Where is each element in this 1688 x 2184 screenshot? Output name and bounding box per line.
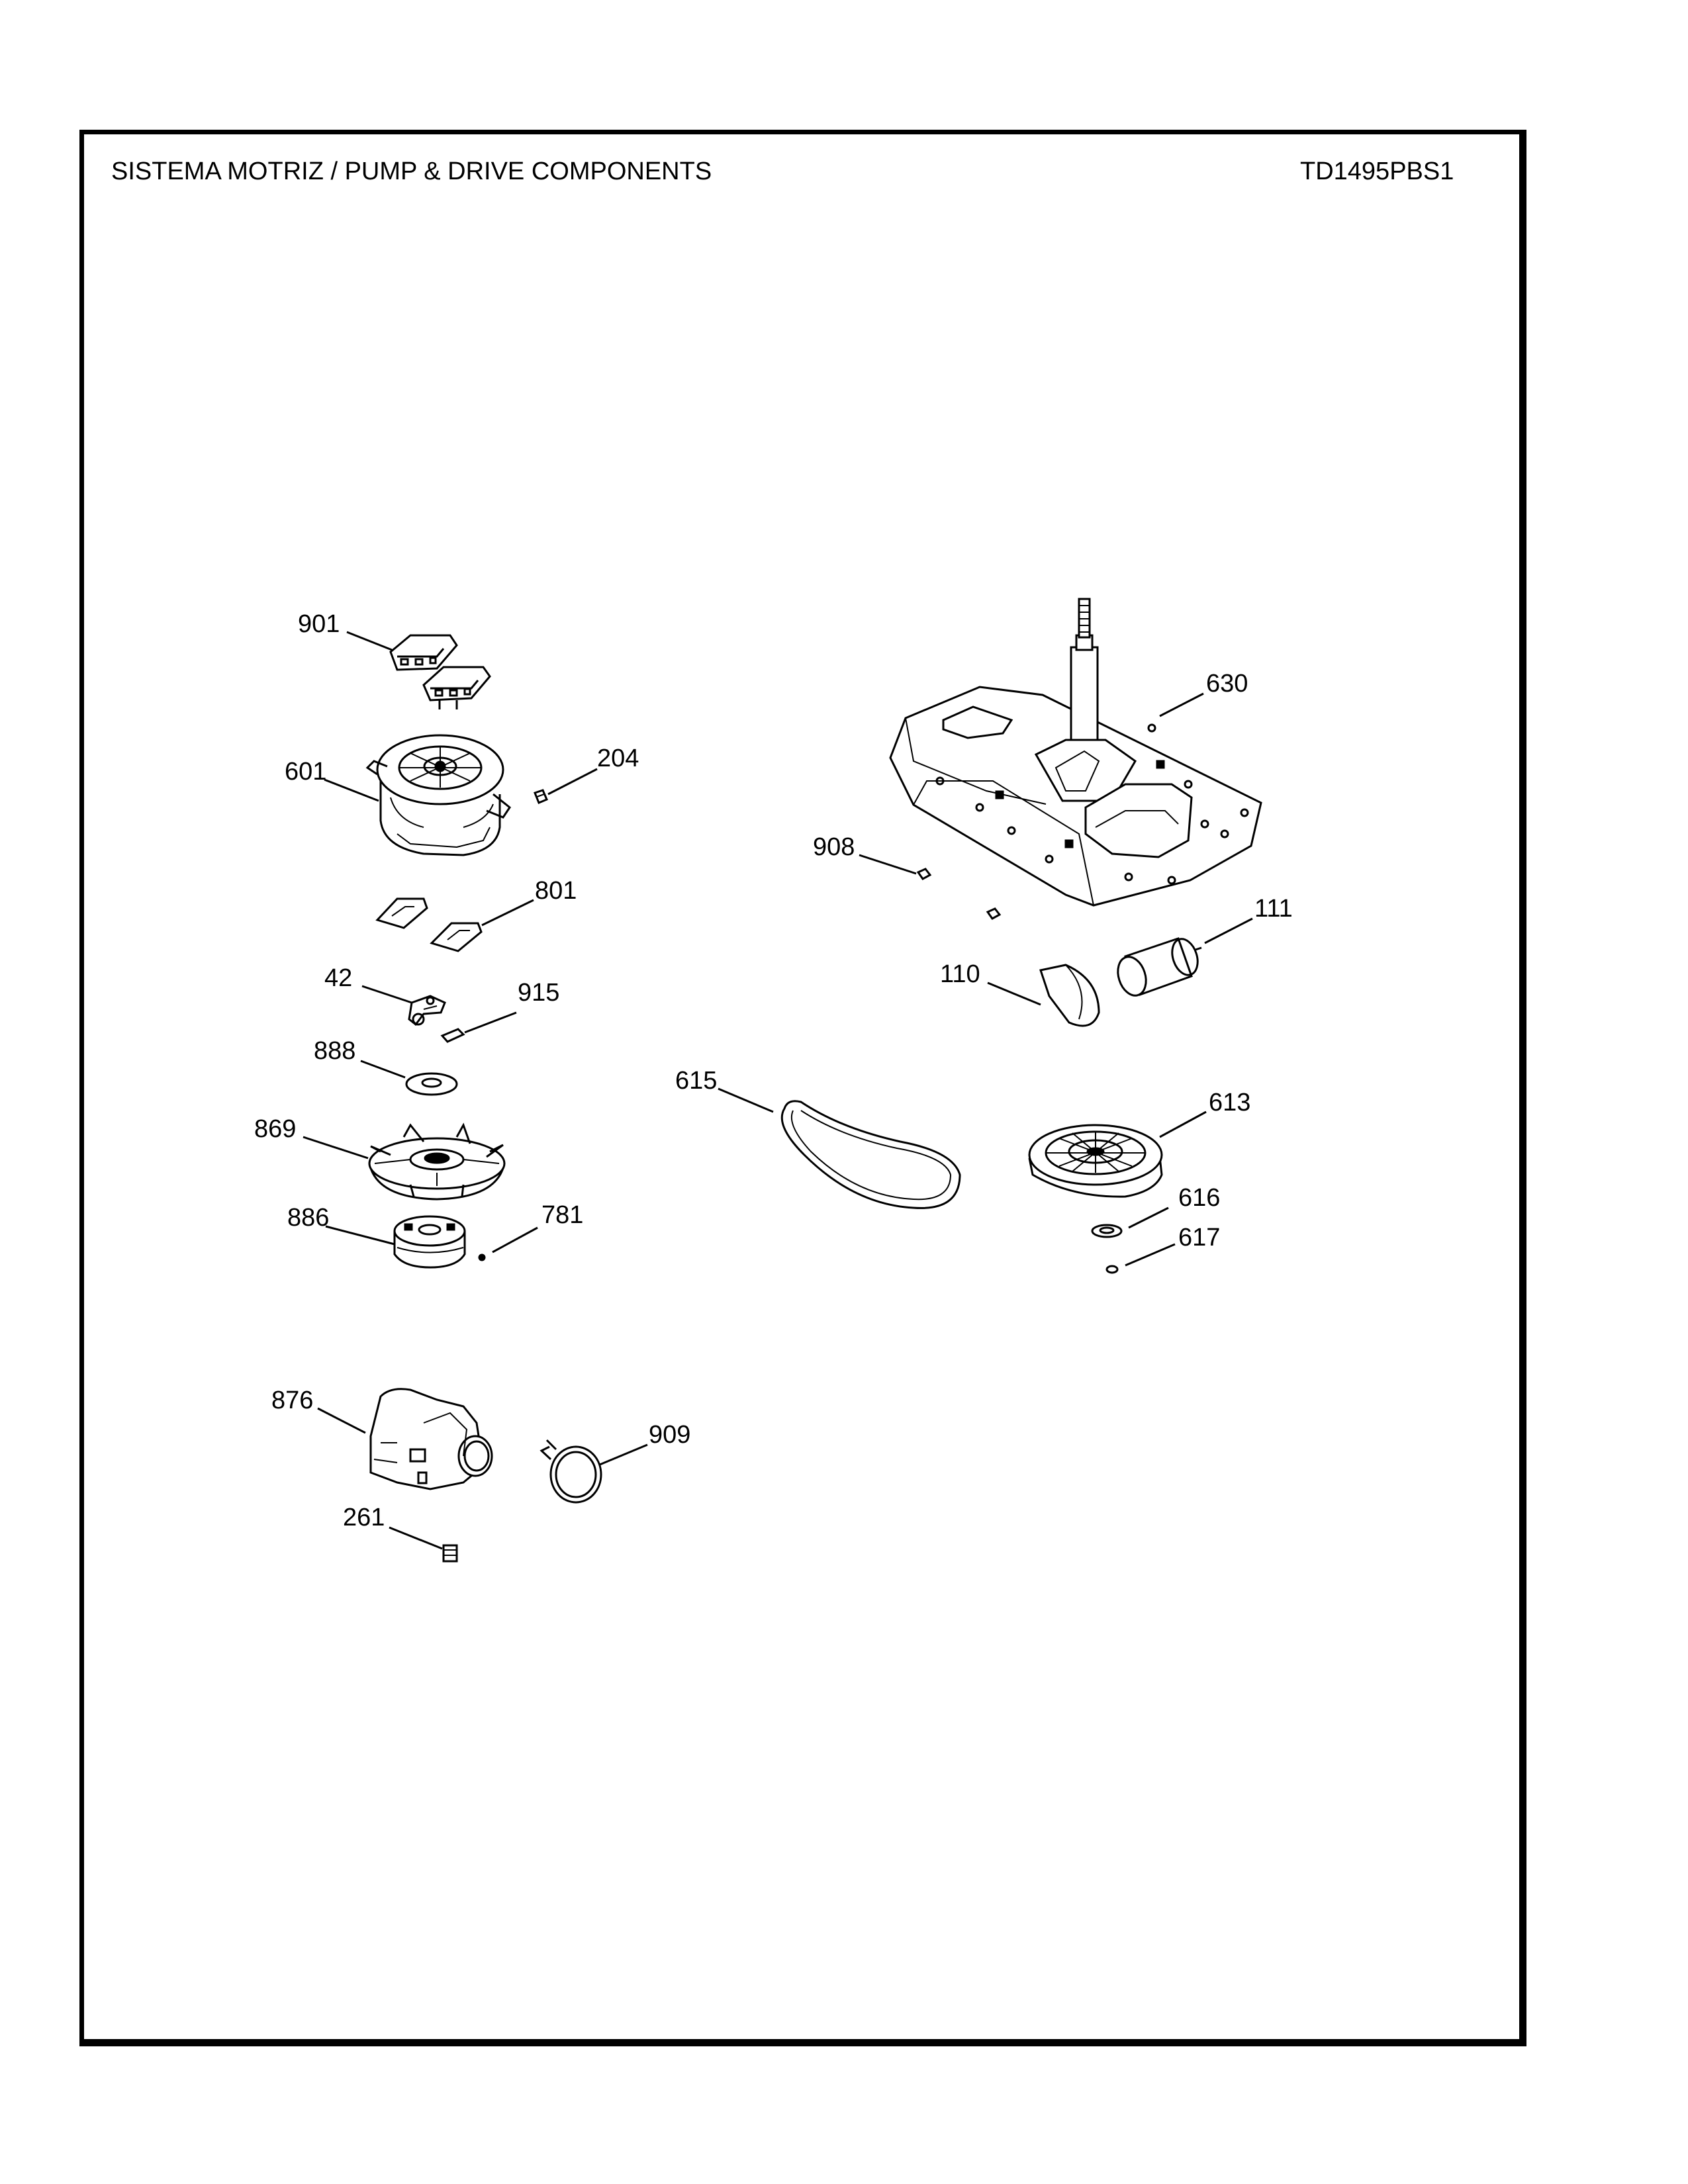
callout-908: 908 — [813, 833, 855, 861]
leader-801 — [481, 899, 534, 927]
leader-601 — [324, 778, 379, 802]
part-908-clips-illustration — [916, 868, 1002, 920]
callout-888: 888 — [314, 1037, 355, 1065]
callout-204: 204 — [597, 745, 639, 772]
part-616-washer-illustration — [1091, 1224, 1123, 1238]
model-number: TD1495PBS1 — [1300, 158, 1454, 185]
part-110-strap-illustration — [1039, 964, 1100, 1027]
part-888-washer-illustration — [405, 1072, 458, 1096]
part-869-clutch-illustration — [368, 1122, 506, 1201]
leader-869 — [303, 1136, 369, 1160]
callout-111: 111 — [1254, 895, 1293, 923]
part-601-motor-illustration — [365, 734, 512, 856]
leader-781 — [492, 1226, 538, 1253]
callout-630: 630 — [1206, 670, 1248, 698]
leader-915 — [464, 1011, 517, 1034]
part-909-clamp-illustration — [539, 1439, 602, 1504]
callout-601: 601 — [285, 758, 326, 786]
leader-886 — [325, 1225, 395, 1246]
callout-869: 869 — [254, 1115, 296, 1143]
callout-616: 616 — [1178, 1184, 1220, 1212]
part-886-hub-illustration — [393, 1215, 466, 1269]
callout-615: 615 — [675, 1067, 717, 1095]
leader-110 — [987, 981, 1041, 1006]
leader-613 — [1159, 1111, 1207, 1138]
leader-111 — [1204, 917, 1253, 944]
callout-781: 781 — [541, 1201, 583, 1229]
diagram-frame — [79, 130, 1526, 2046]
callout-42: 42 — [324, 964, 352, 992]
part-204-clip-illustration — [534, 789, 548, 804]
callout-110: 110 — [940, 960, 980, 988]
leader-261 — [389, 1526, 443, 1550]
part-42-switch-illustration — [408, 995, 446, 1026]
callout-613: 613 — [1209, 1089, 1250, 1116]
leader-876 — [317, 1407, 366, 1434]
leader-908 — [859, 854, 917, 875]
part-876-pump-illustration — [369, 1388, 493, 1490]
leader-616 — [1128, 1206, 1169, 1229]
part-615-belt-illustration — [780, 1100, 961, 1209]
callout-617: 617 — [1178, 1224, 1220, 1251]
callout-801: 801 — [535, 877, 577, 905]
part-261-screw-illustration — [442, 1544, 458, 1563]
leader-615 — [718, 1087, 774, 1113]
callout-886: 886 — [287, 1204, 329, 1232]
part-915-key-illustration — [440, 1028, 465, 1043]
part-630-transmission-illustration — [889, 598, 1262, 907]
leader-901 — [346, 631, 393, 651]
leader-42 — [361, 985, 412, 1004]
callout-901: 901 — [298, 610, 340, 638]
part-781-illustration — [478, 1253, 486, 1261]
part-613-pulley-illustration — [1028, 1124, 1163, 1198]
leader-630 — [1159, 692, 1204, 717]
callout-915: 915 — [518, 979, 559, 1007]
callout-876: 876 — [271, 1387, 313, 1414]
leader-204 — [547, 768, 598, 796]
callout-261: 261 — [343, 1504, 385, 1531]
part-801-plates-illustration — [375, 897, 483, 952]
part-901-illustration — [389, 634, 491, 709]
leader-888 — [360, 1060, 406, 1079]
part-111-capacitor-illustration — [1117, 937, 1202, 997]
page-title: SISTEMA MOTRIZ / PUMP & DRIVE COMPONENTS — [111, 158, 712, 185]
callout-909: 909 — [649, 1421, 690, 1449]
leader-617 — [1125, 1243, 1176, 1267]
part-617-ring-illustration — [1105, 1265, 1119, 1274]
leader-909 — [599, 1443, 648, 1466]
